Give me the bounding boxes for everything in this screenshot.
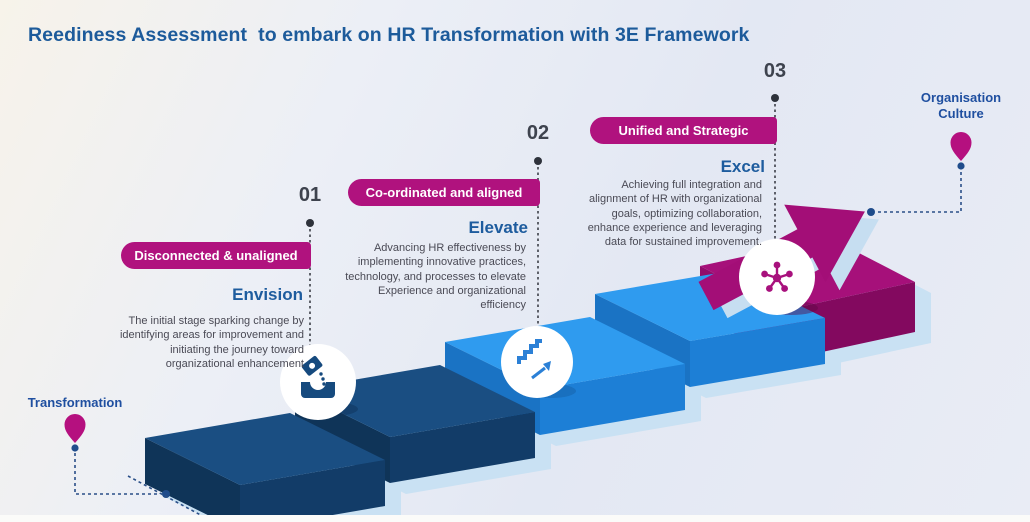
stage2-heading: Elevate (468, 218, 528, 237)
location-pin-icon (950, 132, 972, 161)
stage2-number: 02 (526, 122, 550, 144)
stage3-number: 03 (763, 60, 787, 82)
location-pin-icon (64, 414, 86, 443)
stage2-badge: Co-ordinated and aligned (348, 179, 540, 206)
stage1-description: The initial stage sparking change by ide… (119, 315, 304, 370)
step-1-navy (145, 413, 385, 522)
stage1-number: 01 (298, 184, 322, 206)
stage-dots (306, 94, 779, 227)
pour-box-icon (280, 344, 356, 420)
page-title: Reediness Assessment to embark on HR Tra… (28, 24, 750, 46)
stage3-heading: Excel (720, 157, 765, 176)
slide-bottom-edge (0, 515, 1030, 522)
stairs-up-icon (501, 326, 573, 398)
transformation-pin-group (64, 414, 209, 520)
stage1-badge: Disconnected & unaligned (121, 242, 311, 269)
stage3-badge: Unified and Strategic (590, 117, 777, 144)
stage1-heading: Envision (232, 285, 303, 304)
network-hub-icon (739, 239, 815, 315)
stage2-description: Advancing HR effectiveness by implementi… (345, 242, 526, 312)
transformation-label: Transformation (27, 395, 123, 410)
stage3-description: Achieving full integration and alignment… (587, 179, 762, 249)
organisation-culture-label: Organisation Culture (920, 90, 1002, 122)
organisation-culture-pin-group (867, 132, 972, 216)
